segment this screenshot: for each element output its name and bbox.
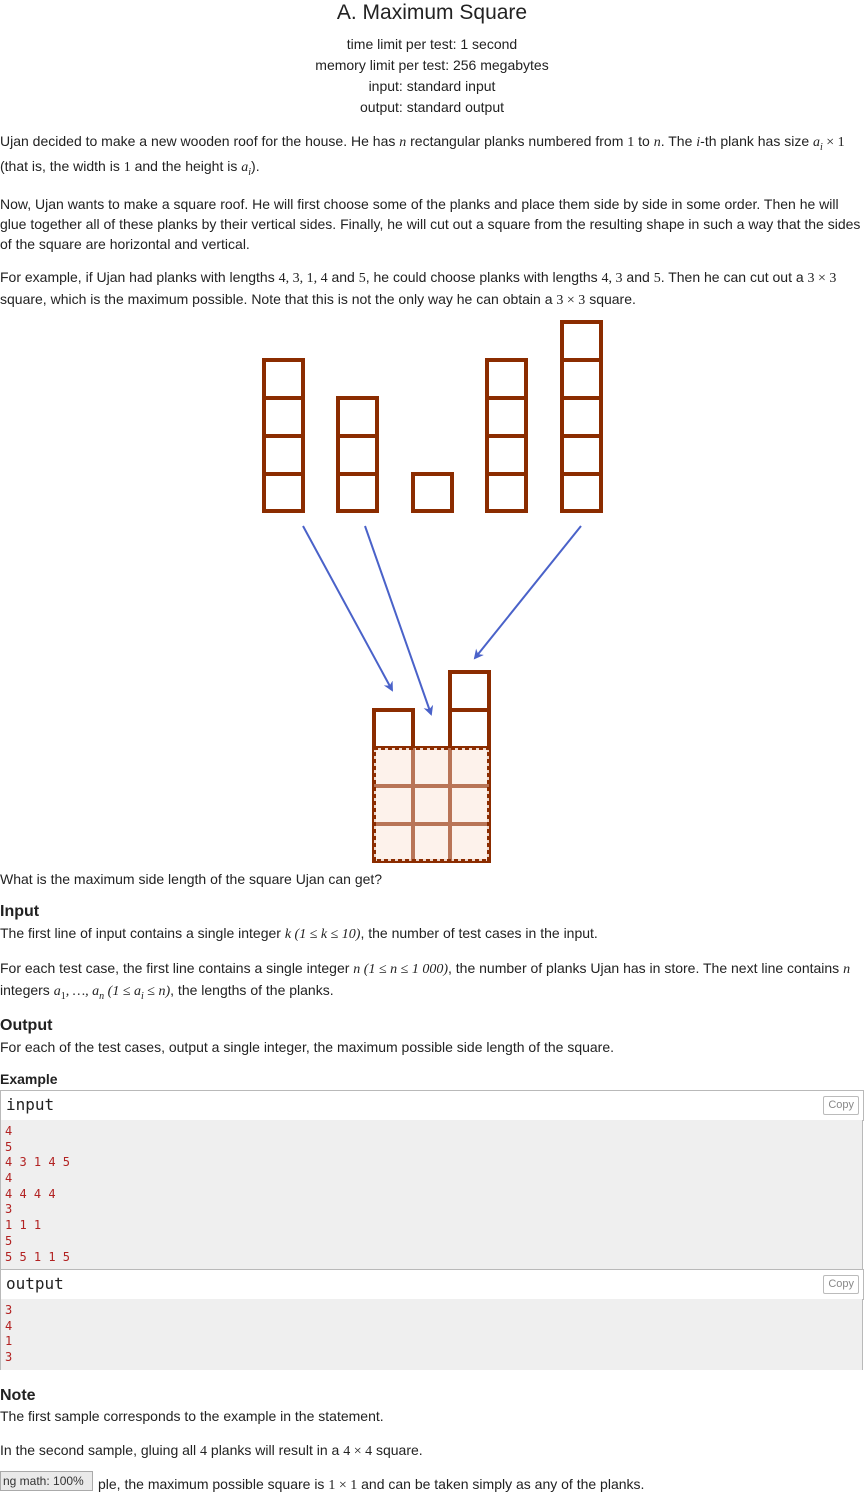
sample-output-line: 4 bbox=[5, 1319, 13, 1333]
example-title: Example bbox=[0, 1071, 58, 1087]
sample-input-line: 4 4 4 4 bbox=[5, 1187, 56, 1201]
sample-output-line: 3 bbox=[5, 1303, 13, 1317]
sample-input-header: input Copy bbox=[0, 1090, 864, 1121]
arrow-1 bbox=[302, 525, 393, 692]
plank-length-1 bbox=[411, 472, 454, 513]
output-section-title: Output bbox=[0, 1017, 53, 1034]
plank-length-3 bbox=[336, 396, 379, 513]
time-limit: time limit per test: 1 second bbox=[346, 36, 518, 52]
plank-length-5 bbox=[560, 320, 603, 513]
cut-square-border bbox=[372, 746, 491, 863]
copy-input-button[interactable]: Copy bbox=[823, 1096, 859, 1115]
cut-square bbox=[374, 748, 489, 861]
note-line-2: In the second sample, gluing all 4 plank… bbox=[0, 1442, 423, 1459]
statement-paragraph-2: Now, Ujan wants to make a square roof. H… bbox=[0, 196, 861, 252]
sample-output-label: output bbox=[6, 1274, 64, 1293]
memory-limit: memory limit per test: 256 megabytes bbox=[315, 57, 549, 73]
sample-input-body: 4 5 4 3 1 4 5 4 4 4 4 4 3 1 1 1 5 5 5 1 … bbox=[0, 1120, 863, 1269]
sample-output-header: output Copy bbox=[0, 1269, 864, 1300]
input-line-2: For each test case, the first line conta… bbox=[0, 960, 851, 1002]
plank-length-4-second bbox=[485, 358, 528, 513]
note-title: Note bbox=[0, 1387, 36, 1404]
sample-input-line: 4 bbox=[5, 1171, 13, 1185]
planks-illustration bbox=[262, 320, 603, 863]
statement-paragraph-3: For example, if Ujan had planks with len… bbox=[0, 269, 837, 308]
output-description: For each of the test cases, output a sin… bbox=[0, 1039, 615, 1055]
problem-title: A. Maximum Square bbox=[336, 1, 528, 24]
input-section-title: Input bbox=[0, 903, 40, 920]
sample-input-line: 4 bbox=[5, 1124, 13, 1138]
sample-input-line: 5 5 1 1 5 bbox=[5, 1250, 71, 1264]
sample-output-line: 3 bbox=[5, 1350, 13, 1364]
input-spec: input: standard input bbox=[368, 78, 496, 94]
sample-input-line: 3 bbox=[5, 1202, 13, 1216]
sample-input-label: input bbox=[6, 1095, 55, 1114]
statement-paragraph-1: Ujan decided to make a new wooden roof f… bbox=[0, 133, 845, 178]
sample-input-line: 5 bbox=[5, 1140, 13, 1154]
note-line-1: The first sample corresponds to the exam… bbox=[0, 1408, 384, 1424]
sample-input-line: 1 1 1 bbox=[5, 1218, 42, 1232]
arrow-2 bbox=[364, 525, 434, 716]
sample-input-line: 4 3 1 4 5 bbox=[5, 1155, 71, 1169]
math-render-status: ng math: 100% bbox=[0, 1471, 93, 1491]
arrow-3 bbox=[473, 525, 582, 660]
output-spec: output: standard output bbox=[360, 99, 504, 115]
cut-square-grid bbox=[374, 748, 489, 861]
sample-output-body: 3 4 1 3 bbox=[0, 1299, 863, 1370]
sample-input-line: 5 bbox=[5, 1234, 13, 1248]
question-text: What is the maximum side length of the s… bbox=[0, 871, 383, 887]
arrows bbox=[302, 525, 582, 716]
note-line-3: ple, the maximum possible square is 1 × … bbox=[98, 1476, 645, 1493]
sample-output-line: 1 bbox=[5, 1334, 13, 1348]
input-line-1: The first line of input contains a singl… bbox=[0, 925, 598, 942]
plank-length-4 bbox=[262, 358, 305, 513]
copy-output-button[interactable]: Copy bbox=[823, 1275, 859, 1294]
